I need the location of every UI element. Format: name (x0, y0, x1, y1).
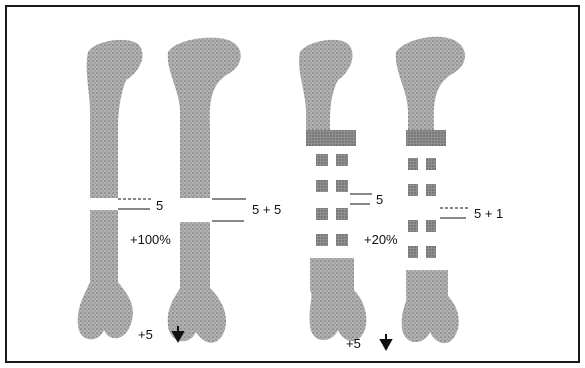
right-percent-label: +20% (364, 232, 398, 247)
left-arrow-label: +5 (138, 327, 153, 342)
bone-left-b-gap (174, 198, 218, 222)
bone-right-c-seg-3b (336, 208, 348, 220)
bone-right-c-seg-3a (316, 208, 328, 220)
bone-right-c-seg-4a (316, 234, 328, 246)
bone-right-d-seg-4a (408, 246, 418, 258)
bone-right-d-seg-1a (408, 158, 418, 170)
right-gap-label-2: 5 + 1 (474, 206, 503, 221)
bone-right-d-seg-4b (426, 246, 436, 258)
bone-right-c-seg-2b (336, 180, 348, 192)
right-gap-label-1: 5 (376, 192, 383, 207)
bone-right-d-seg-1b (426, 158, 436, 170)
bone-right-c-band (306, 130, 356, 146)
bone-right-d-seg-3a (408, 220, 418, 232)
bone-right-c-seg-1a (316, 154, 328, 166)
bone-left-a-gap (84, 198, 128, 210)
left-gap-label-1: 5 (156, 198, 163, 213)
left-gap-label-2: 5 + 5 (252, 202, 281, 217)
left-percent-label: +100% (130, 232, 171, 247)
bone-right-c-seg-2a (316, 180, 328, 192)
bone-right-c-seg-1b (336, 154, 348, 166)
bone-right-d-seg-3b (426, 220, 436, 232)
right-arrow-label: +5 (346, 336, 361, 351)
bone-right-d-seg-2b (426, 184, 436, 196)
bone-right-c-seg-4b (336, 234, 348, 246)
bone-right-d-band (406, 130, 446, 146)
bone-right-d-seg-2a (408, 184, 418, 196)
